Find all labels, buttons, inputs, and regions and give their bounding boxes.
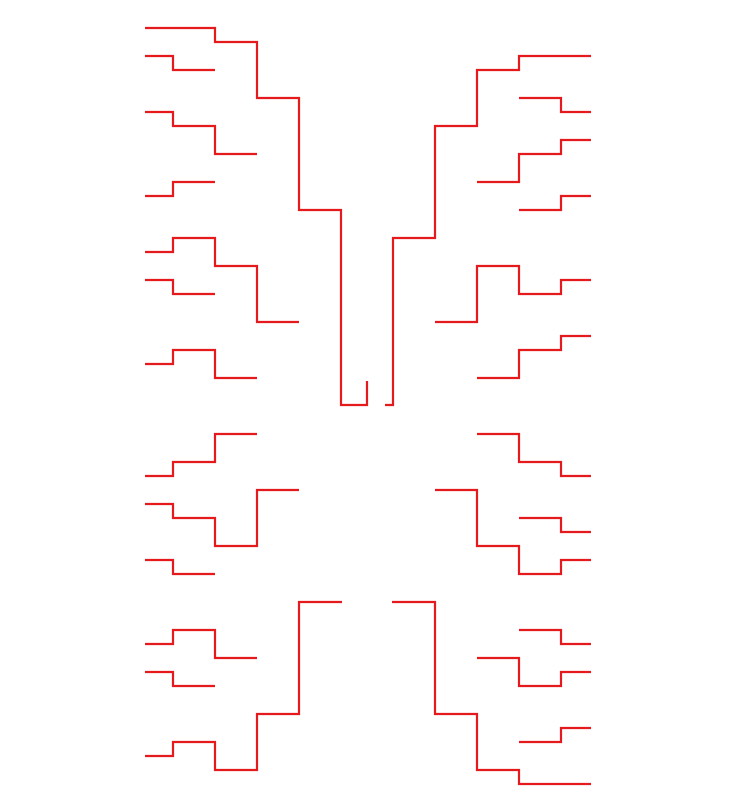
tree-connector-17	[145, 600, 342, 772]
tree-connector-22	[519, 516, 591, 534]
tree-connector-16	[145, 558, 215, 576]
tree-connector-6	[145, 278, 215, 296]
tree-connector-11	[519, 194, 591, 212]
tree-connector-25	[477, 656, 591, 688]
tree-connector-2	[145, 54, 215, 72]
tree-connector-12	[435, 264, 591, 324]
tree-connector-15	[145, 488, 299, 548]
tree-connector-13	[477, 334, 591, 380]
tree-lines	[145, 26, 591, 786]
tree-connector-24	[519, 628, 591, 646]
tree-connector-10	[477, 138, 591, 184]
tree-connector-26	[519, 726, 591, 744]
tree-connector-20	[477, 432, 591, 478]
tree-connector-3	[145, 110, 257, 156]
tree-connector-1	[145, 26, 369, 407]
tree-connector-7	[145, 348, 257, 380]
tree-connector-23	[392, 600, 591, 786]
tree-connector-21	[435, 488, 591, 576]
tree-connector-18	[145, 628, 257, 660]
tree-connector-9	[519, 96, 591, 114]
tree-connector-8	[385, 54, 591, 407]
tree-connector-5	[145, 236, 299, 324]
tree-connector-14	[145, 432, 257, 478]
tree-connector-4	[145, 180, 215, 198]
tree-connector-19	[145, 670, 215, 688]
